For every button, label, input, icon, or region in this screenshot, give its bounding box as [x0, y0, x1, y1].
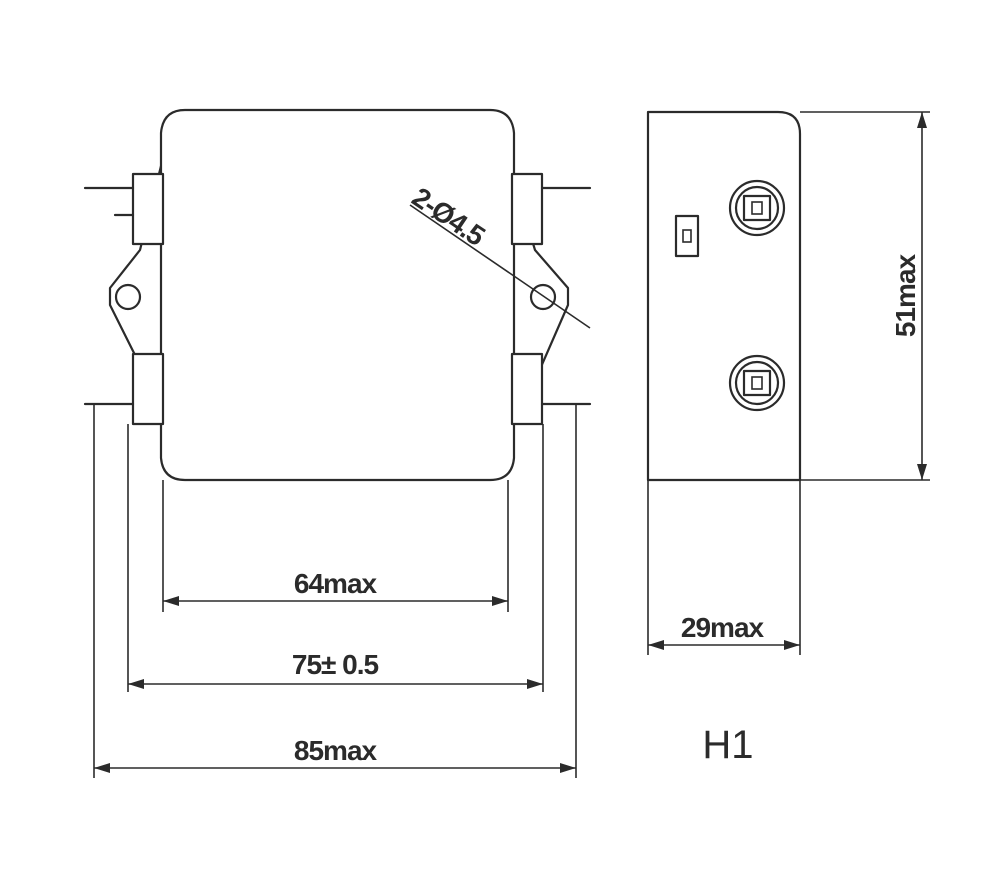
dim-depth: 29max: [648, 612, 800, 650]
dim-body-width: 64max: [163, 568, 508, 606]
mounting-hole-right: [529, 283, 557, 311]
hole-callout-leader: [409, 204, 591, 329]
side-body: [646, 110, 802, 482]
dim-mount-spacing-label: 75± 0.5: [292, 649, 379, 680]
terminal-top-right: [510, 172, 544, 246]
dim-height-label: 51max: [890, 253, 921, 337]
terminal-top-left: [131, 172, 165, 246]
side-tab-inner: [682, 229, 692, 243]
terminal-bottom-left: [131, 352, 165, 426]
front-view: 2-Ø4.5: [83, 108, 592, 482]
terminal-bottom-right: [510, 352, 544, 426]
side-tab: [674, 214, 700, 258]
dim-height: 51max: [890, 112, 927, 480]
front-body: [159, 108, 516, 482]
side-extension-lines: [647, 111, 930, 655]
dim-body-width-label: 64max: [294, 568, 378, 599]
mounting-hole-left: [114, 283, 142, 311]
side-view: [646, 110, 802, 482]
dim-mount-spacing: 75± 0.5: [128, 649, 543, 689]
model-label: H1: [702, 723, 753, 767]
terminal-screw-bottom: [728, 354, 786, 412]
dim-depth-label: 29max: [681, 612, 765, 643]
dim-overall-width-label: 85max: [294, 735, 378, 766]
terminal-screw-top: [728, 179, 786, 237]
dim-overall-width: 85max: [94, 735, 576, 773]
front-extension-lines: [93, 404, 577, 778]
